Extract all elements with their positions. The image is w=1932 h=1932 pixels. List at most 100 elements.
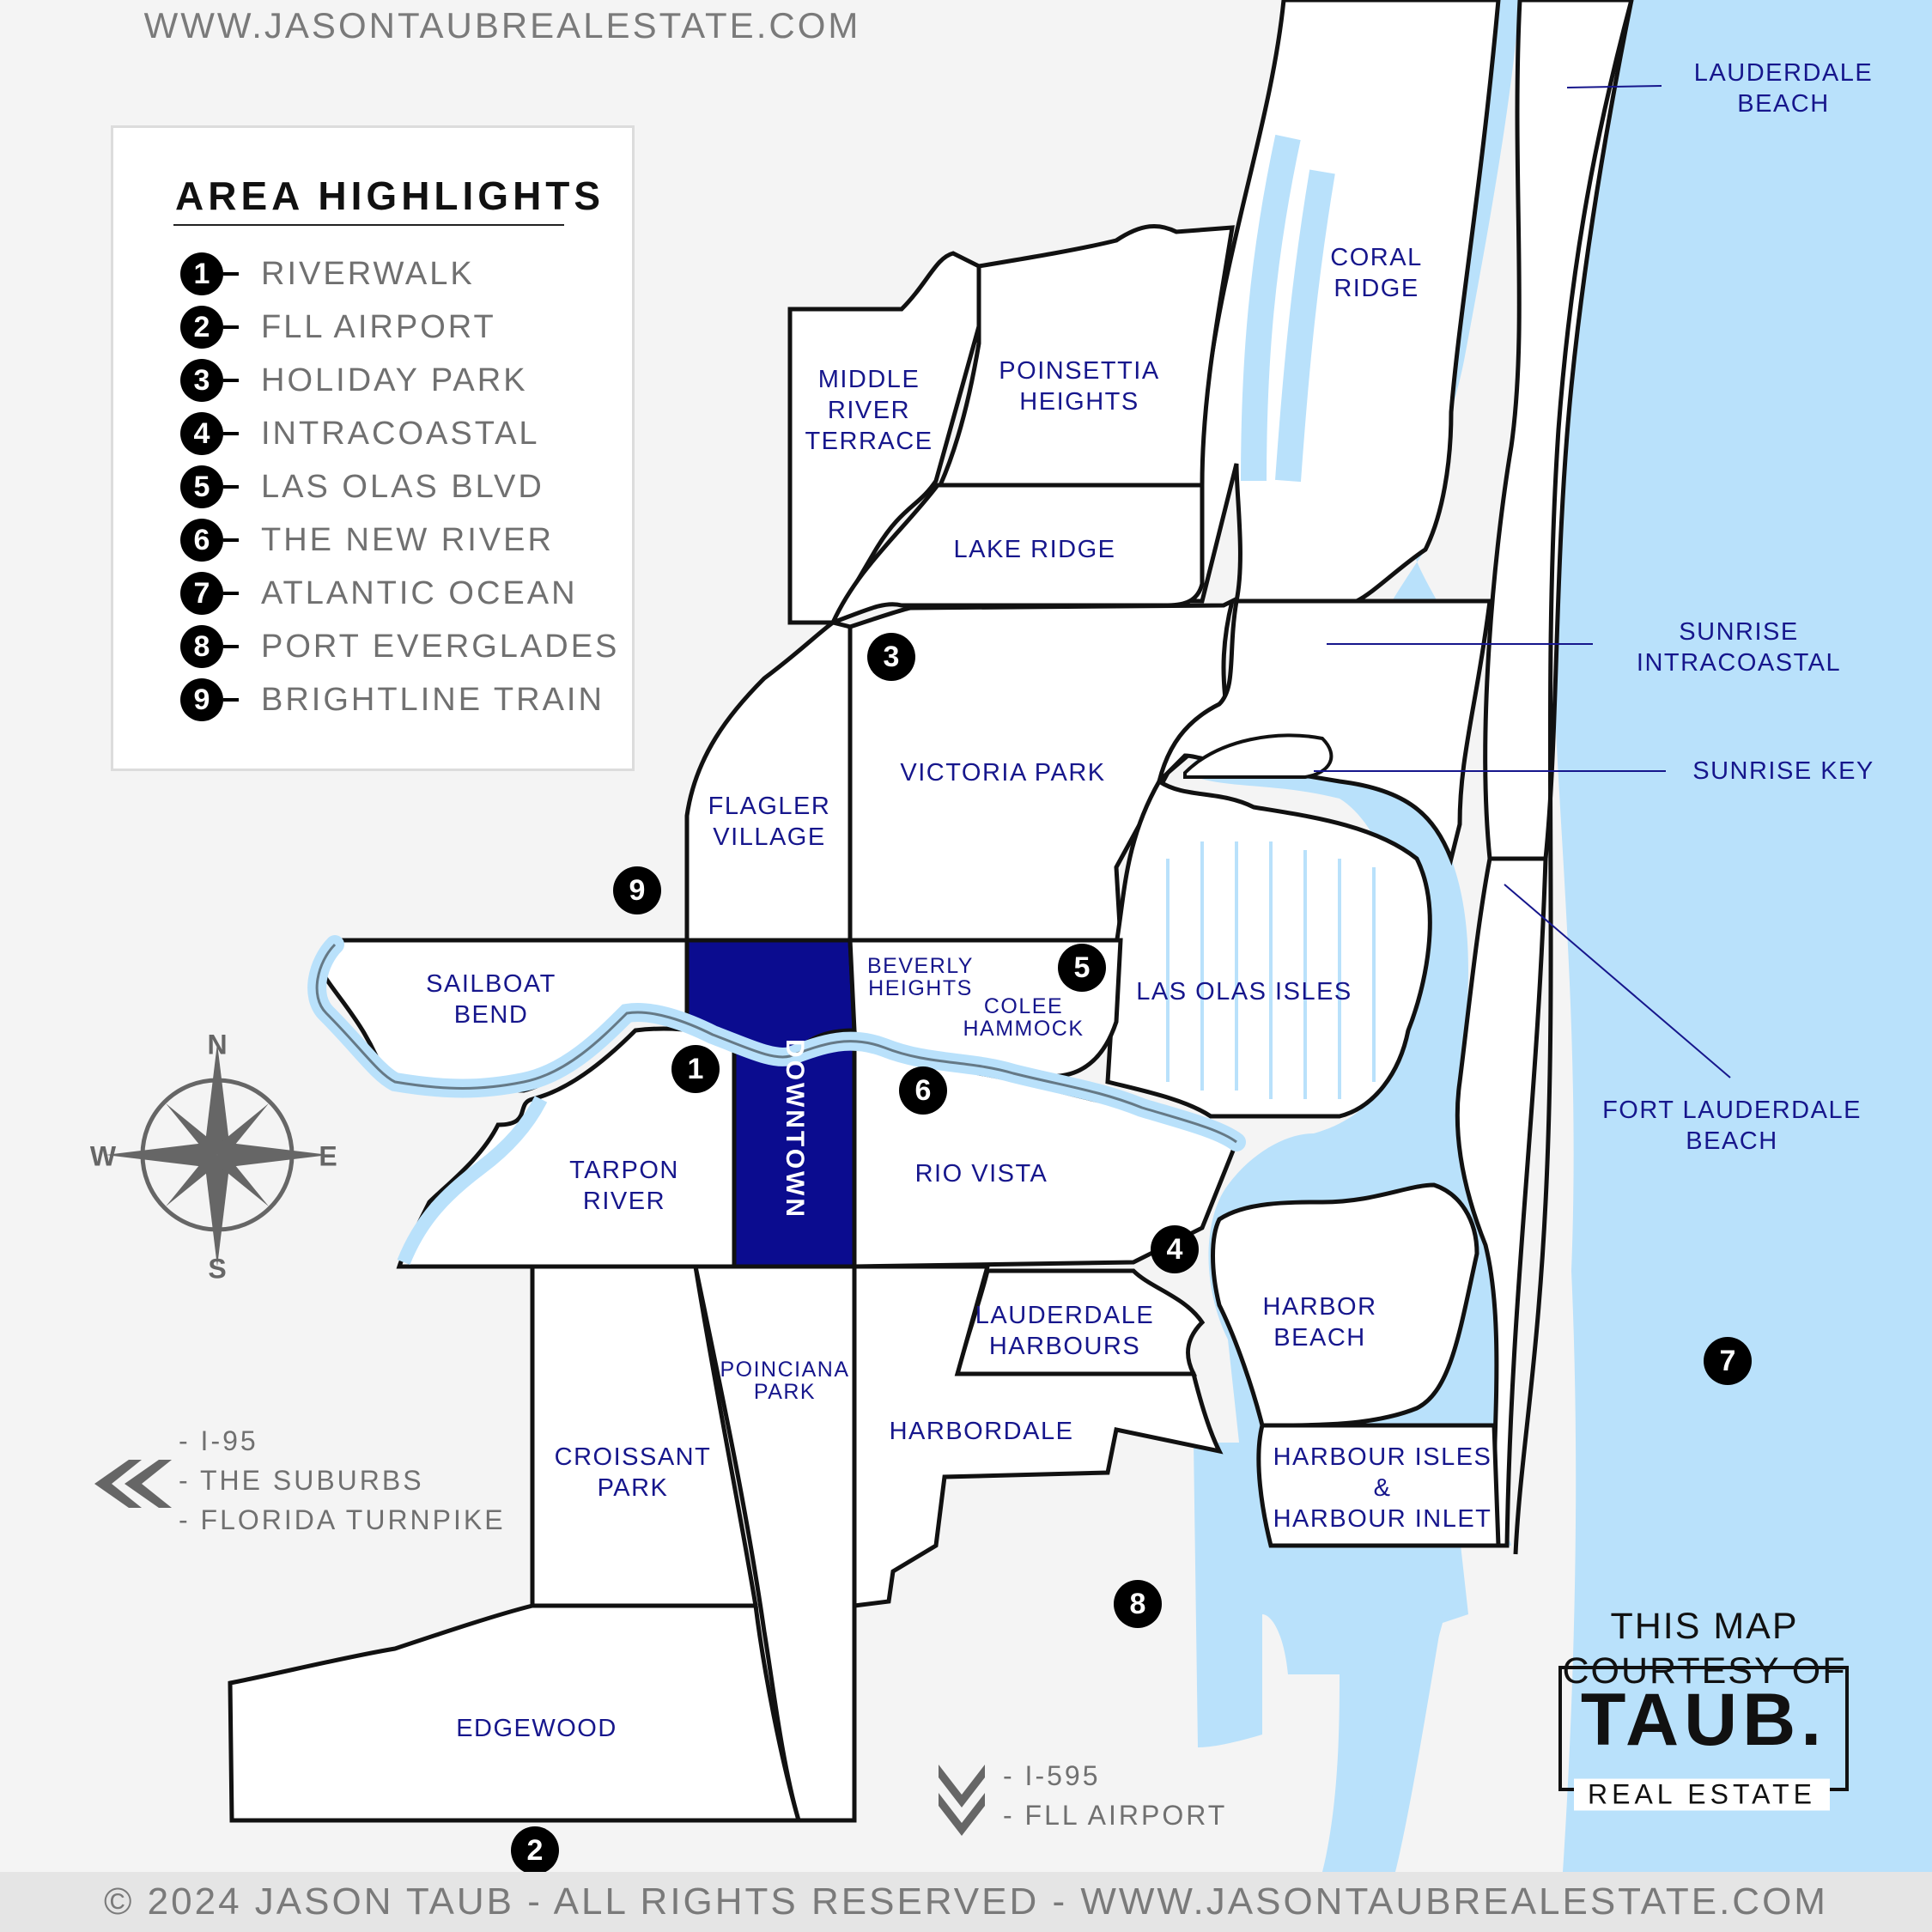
legend-label: ATLANTIC OCEAN xyxy=(261,574,578,611)
legend-item: 4 INTRACOASTAL xyxy=(180,407,540,460)
compass-north: N xyxy=(207,1029,228,1060)
logo-wordmark: TAUB. xyxy=(1580,1679,1827,1761)
legend-item: 3 HOLIDAY PARK xyxy=(180,354,528,407)
area-poinsettia-heights[interactable]: POINSETTIA HEIGHTS xyxy=(999,357,1160,416)
atlantic-ocean xyxy=(1550,0,1932,1872)
legend-label: PORT EVERGLADES xyxy=(261,628,620,665)
area-downtown[interactable]: DOWNTOWN xyxy=(781,1038,809,1220)
area-sailboat-bend[interactable]: SAILBOAT BEND xyxy=(426,970,556,1029)
flagler-village-land xyxy=(684,620,853,943)
area-sunrise-intracoastal[interactable]: SUNRISE INTRACOASTAL xyxy=(1636,618,1842,677)
legend-item: 7 ATLANTIC OCEAN xyxy=(180,567,578,620)
sunrise-key-island xyxy=(1183,733,1334,779)
area-lauderdale-harbours[interactable]: LAUDERDALE HARBOURS xyxy=(975,1302,1155,1360)
coral-ridge-canals xyxy=(1241,134,1335,483)
legend-title: AREA HIGHLIGHTS xyxy=(175,173,605,218)
legend-number: 1 xyxy=(180,252,239,295)
compass-south: S xyxy=(208,1253,227,1285)
harbordale-land xyxy=(852,1264,1224,1608)
legend-number: 8 xyxy=(180,625,239,668)
compass-east: E xyxy=(319,1140,337,1172)
west-direction-line: - THE SUBURBS xyxy=(179,1465,424,1496)
marker-new-river[interactable]: 6 xyxy=(899,1066,947,1115)
area-harbour-isles[interactable]: HARBOUR ISLES & HARBOUR INLET xyxy=(1273,1443,1492,1533)
area-las-olas-isles[interactable]: LAS OLAS ISLES xyxy=(1136,978,1352,1005)
legend-number: 3 xyxy=(180,359,239,402)
area-flagler-village[interactable]: FLAGLER VILLAGE xyxy=(708,793,831,851)
taub-logo[interactable]: TAUB. xyxy=(1558,1666,1849,1791)
legend-item: 2 FLL AIRPORT xyxy=(180,301,496,354)
area-victoria-park[interactable]: VICTORIA PARK xyxy=(900,759,1106,787)
legend-number: 2 xyxy=(180,306,239,349)
area-colee-hammock[interactable]: COLEE HAMMOCK xyxy=(963,994,1084,1041)
middle-river-terrace-land xyxy=(787,251,981,625)
port-channel-2 xyxy=(1357,1614,1443,1872)
marker-fll-airport[interactable]: 2 xyxy=(511,1826,559,1874)
tarpon-river-land xyxy=(396,1026,737,1269)
area-harbordale[interactable]: HARBORDALE xyxy=(889,1418,1074,1445)
legend-number: 6 xyxy=(180,519,239,562)
map-courtesy: THIS MAP COURTESY OF xyxy=(1562,1606,1847,1692)
legend-item: 9 BRIGHTLINE TRAIN xyxy=(180,673,605,726)
tarpon-river-water xyxy=(397,1096,548,1266)
area-sunrise-key[interactable]: SUNRISE KEY xyxy=(1692,757,1874,785)
marker-port-everglades[interactable]: 8 xyxy=(1114,1580,1162,1628)
marker-holiday-park[interactable]: 3 xyxy=(867,633,915,681)
new-river-outline xyxy=(315,943,1237,1144)
harbor-beach-land xyxy=(1211,1182,1479,1428)
logo-subtitle: REAL ESTATE xyxy=(1573,1778,1831,1811)
legend-number: 5 xyxy=(180,465,239,508)
area-croissant-park[interactable]: CROISSANT PARK xyxy=(554,1443,712,1502)
west-direction-line: - FLORIDA TURNPIKE xyxy=(179,1504,506,1535)
west-chevron-icon xyxy=(94,1460,172,1508)
footer-copyright: © 2024 JASON TAUB - ALL RIGHTS RESERVED … xyxy=(104,1880,1828,1923)
compass-rose xyxy=(106,1043,329,1267)
legend-label: LAS OLAS BLVD xyxy=(261,468,544,505)
pointer-fort-lauderdale-beach xyxy=(1504,884,1731,1078)
legend-number: 9 xyxy=(180,678,239,721)
marker-atlantic-ocean[interactable]: 7 xyxy=(1704,1337,1752,1385)
area-lake-ridge[interactable]: LAKE RIDGE xyxy=(953,536,1116,563)
legend-label: FLL AIRPORT xyxy=(261,308,496,345)
edgewood-land xyxy=(228,1603,802,1823)
area-middle-river-terrace[interactable]: MIDDLE RIVER TERRACE xyxy=(805,366,933,455)
compass-west: W xyxy=(89,1140,117,1172)
legend-label: THE NEW RIVER xyxy=(261,521,554,558)
legend-label: BRIGHTLINE TRAIN xyxy=(261,681,605,718)
area-edgewood[interactable]: EDGEWOOD xyxy=(456,1715,617,1742)
area-coral-ridge[interactable]: CORAL RIDGE xyxy=(1330,244,1423,302)
south-direction-line: - I-595 xyxy=(1003,1760,1101,1791)
harbour-isles-land xyxy=(1256,1423,1501,1548)
area-lauderdale-beach[interactable]: LAUDERDALE BEACH xyxy=(1693,59,1874,118)
legend-number: 4 xyxy=(180,412,239,455)
pointer-lauderdale-beach xyxy=(1566,85,1662,88)
marker-riverwalk[interactable]: 1 xyxy=(671,1045,720,1093)
marker-intracoastal[interactable]: 4 xyxy=(1151,1225,1199,1273)
legend-divider xyxy=(173,224,564,226)
marker-las-olas-blvd[interactable]: 5 xyxy=(1058,944,1106,992)
west-direction-line: - I-95 xyxy=(179,1425,258,1456)
las-olas-canals xyxy=(1166,841,1376,1099)
area-beverly-heights[interactable]: BEVERLY HEIGHTS xyxy=(867,954,974,1000)
legend-item: 6 THE NEW RIVER xyxy=(180,513,554,567)
marker-brightline-train[interactable]: 9 xyxy=(613,866,661,914)
legend-label: HOLIDAY PARK xyxy=(261,361,528,398)
legend-item: 5 LAS OLAS BLVD xyxy=(180,460,544,513)
area-tarpon-river[interactable]: TARPON RIVER xyxy=(569,1157,679,1215)
area-harbor-beach[interactable]: HARBOR BEACH xyxy=(1262,1293,1377,1352)
south-chevron-icon xyxy=(939,1765,985,1836)
legend-label: RIVERWALK xyxy=(261,255,475,292)
area-poinciana-park[interactable]: POINCIANA PARK xyxy=(720,1358,850,1404)
area-fort-lauderdale-beach[interactable]: FORT LAUDERDALE BEACH xyxy=(1602,1097,1862,1155)
poinsettia-heights-land xyxy=(937,223,1235,488)
area-rio-vista[interactable]: RIO VISTA xyxy=(914,1160,1048,1188)
south-direction-line: - FLL AIRPORT xyxy=(1003,1800,1228,1831)
legend-label: INTRACOASTAL xyxy=(261,415,540,452)
lake-ridge-land xyxy=(829,483,1205,627)
legend-item: 1 RIVERWALK xyxy=(180,247,475,301)
site-url[interactable]: WWW.JASONTAUBREALESTATE.COM xyxy=(143,5,861,46)
legend-number: 7 xyxy=(180,572,239,615)
